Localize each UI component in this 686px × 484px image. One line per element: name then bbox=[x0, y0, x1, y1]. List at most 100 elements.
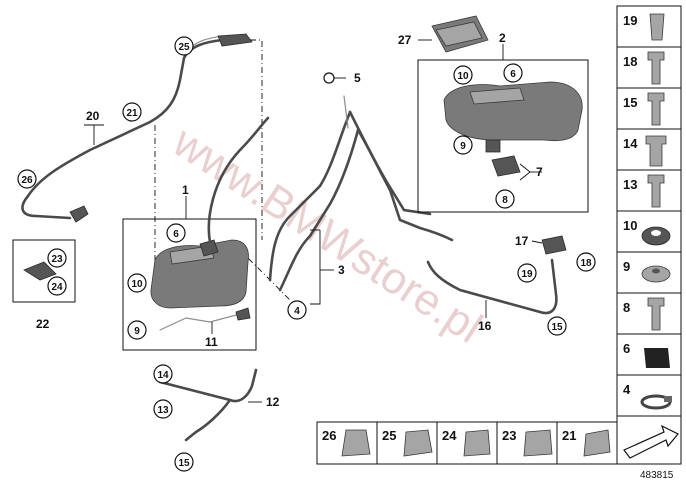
spacer-14-icon bbox=[645, 135, 667, 167]
bottom-parts-panel: 26 25 24 23 21 bbox=[316, 415, 682, 465]
circle-6a bbox=[166, 223, 186, 243]
callout-27: 27 bbox=[398, 33, 412, 47]
circle-6b bbox=[503, 63, 523, 83]
label-circle-23: 23 bbox=[51, 254, 63, 265]
clip-25-icon bbox=[403, 429, 433, 457]
clip-part-22 bbox=[23, 261, 57, 281]
circle-10a bbox=[127, 273, 147, 293]
circle-9a bbox=[127, 320, 147, 340]
label-circle-19: 19 bbox=[521, 269, 533, 280]
side-label-4: 4 bbox=[623, 382, 631, 397]
label-circle-10b: 10 bbox=[457, 71, 469, 82]
callout-12: 12 bbox=[266, 395, 280, 409]
side-parts-panel: 19 18 15 14 13 10 9 8 6 4 bbox=[616, 5, 682, 417]
bottom-label-24: 24 bbox=[442, 428, 457, 443]
callout-20: 20 bbox=[86, 109, 100, 123]
label-circle-6a: 6 bbox=[173, 229, 179, 240]
label-circle-24: 24 bbox=[51, 282, 63, 293]
bolt-18-icon bbox=[647, 51, 665, 85]
label-circle-10a: 10 bbox=[131, 279, 143, 290]
circle-24 bbox=[47, 276, 67, 296]
callout-1: 1 bbox=[182, 183, 189, 197]
label-circle-26: 26 bbox=[21, 175, 33, 186]
circle-8 bbox=[495, 189, 515, 209]
callout-16: 16 bbox=[478, 319, 492, 333]
label-circle-6b: 6 bbox=[510, 69, 516, 80]
bolt-5-icon bbox=[323, 72, 335, 84]
bottom-label-23: 23 bbox=[502, 428, 516, 443]
label-circle-21: 21 bbox=[126, 108, 138, 119]
pad-6-icon bbox=[644, 348, 670, 368]
circle-23 bbox=[47, 248, 67, 268]
circle-14 bbox=[153, 364, 173, 384]
circle-15b bbox=[174, 452, 194, 472]
side-label-9: 9 bbox=[623, 259, 630, 274]
label-circle-15a: 15 bbox=[551, 322, 563, 333]
fuel-pipe-16 bbox=[426, 235, 567, 315]
fuel-pipe-20 bbox=[21, 33, 253, 223]
box-1 bbox=[122, 218, 257, 351]
label-circle-15b: 15 bbox=[178, 458, 190, 469]
side-cell-19 bbox=[616, 5, 682, 48]
circle-25 bbox=[174, 36, 194, 56]
bolt-8-icon bbox=[647, 297, 665, 331]
side-label-6: 6 bbox=[623, 341, 630, 356]
dash-line-20 bbox=[250, 39, 263, 240]
clip-nut-19-icon bbox=[649, 13, 665, 41]
side-label-14: 14 bbox=[623, 136, 638, 151]
side-label-15: 15 bbox=[623, 95, 637, 110]
label-circle-9a: 9 bbox=[134, 326, 140, 337]
box-22 bbox=[12, 239, 76, 303]
bracket-3 bbox=[310, 230, 321, 305]
label-circle-18: 18 bbox=[580, 258, 592, 269]
label-circle-9b: 9 bbox=[460, 141, 466, 152]
line-11 bbox=[159, 313, 241, 331]
circle-10b bbox=[453, 65, 473, 85]
fuel-pipe-12 bbox=[158, 368, 258, 442]
fuel-tank-2 bbox=[443, 81, 583, 177]
circle-19 bbox=[517, 263, 537, 283]
circle-18 bbox=[576, 252, 596, 272]
circle-26 bbox=[17, 169, 37, 189]
side-label-10: 10 bbox=[623, 218, 637, 233]
clip-23-icon bbox=[523, 429, 553, 457]
bracket-7 bbox=[519, 163, 531, 181]
label-circle-25: 25 bbox=[178, 42, 190, 53]
label-circle-14: 14 bbox=[157, 370, 169, 381]
bottom-label-21: 21 bbox=[562, 428, 576, 443]
side-label-13: 13 bbox=[623, 177, 637, 192]
plug-11 bbox=[235, 307, 251, 321]
circle-9b bbox=[453, 135, 473, 155]
clip-24-icon bbox=[463, 429, 491, 457]
nut-9-icon bbox=[641, 265, 671, 283]
callout-7: 7 bbox=[536, 165, 543, 179]
arrow-icon bbox=[623, 424, 679, 459]
callout-17: 17 bbox=[515, 234, 529, 248]
circle-13 bbox=[153, 399, 173, 419]
bottom-label-25: 25 bbox=[382, 428, 396, 443]
circle-21 bbox=[122, 102, 142, 122]
bolt-13-icon bbox=[647, 174, 665, 208]
callout-22: 22 bbox=[36, 317, 50, 331]
leader-17 bbox=[531, 240, 543, 244]
clip-26-icon bbox=[341, 429, 371, 457]
callout-5: 5 bbox=[354, 71, 361, 85]
callout-11: 11 bbox=[205, 335, 218, 349]
label-circle-8: 8 bbox=[502, 195, 508, 206]
side-label-19: 19 bbox=[623, 13, 637, 28]
bolt-15-icon bbox=[647, 92, 665, 126]
clip-21-icon bbox=[583, 429, 611, 457]
label-circle-13: 13 bbox=[157, 405, 169, 416]
fuel-tank-1 bbox=[150, 116, 270, 309]
circle-4 bbox=[287, 300, 307, 320]
hose-assembly-3 bbox=[268, 95, 454, 292]
bottom-label-26: 26 bbox=[322, 428, 336, 443]
control-unit-27 bbox=[431, 15, 489, 53]
reference-number: 483815 bbox=[640, 470, 674, 481]
circle-15a bbox=[547, 316, 567, 336]
label-circle-4: 4 bbox=[294, 306, 300, 317]
callout-2: 2 bbox=[499, 31, 506, 45]
side-label-8: 8 bbox=[623, 300, 630, 315]
side-label-18: 18 bbox=[623, 54, 637, 69]
